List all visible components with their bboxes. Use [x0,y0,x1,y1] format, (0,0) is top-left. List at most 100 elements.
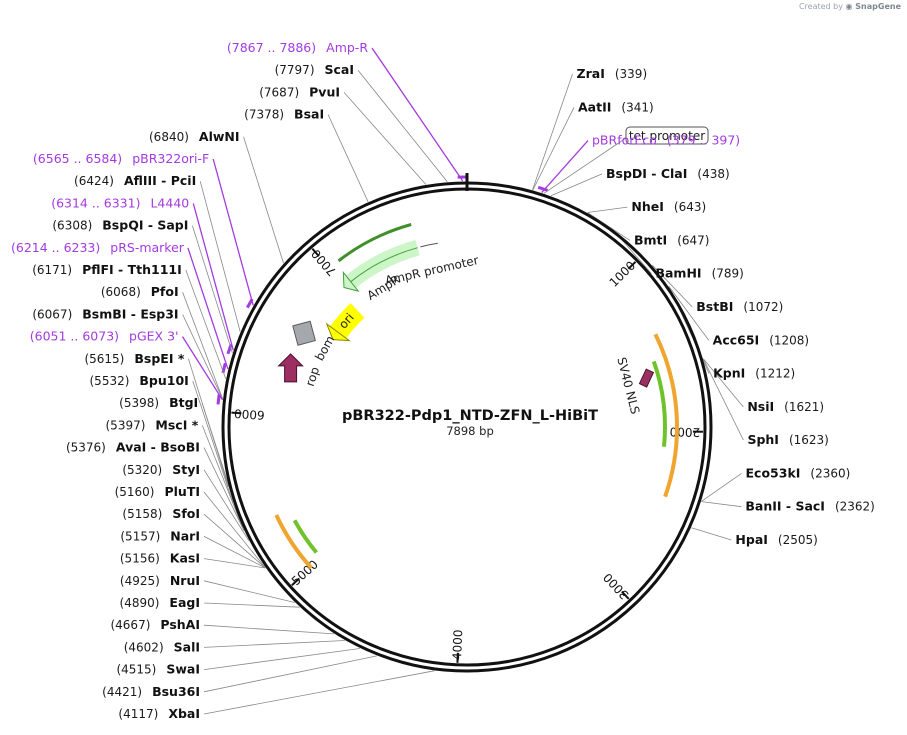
site-name-sphi: SphI [747,432,779,447]
site-pos-eco53ki: (2360) [810,466,850,480]
leader-acc65i [668,285,710,341]
site-amp-r: (7867 .. 7886)Amp-R [227,40,368,55]
tick-mark-1000 [627,261,637,270]
site-pos-amp-r: (7867 .. 7886) [227,40,316,55]
site-bsu36i: (4421)Bsu36I [102,684,200,699]
site-pflfi-tth111i: (6171)PflFI - Tth111I [32,262,182,277]
snapgene-credit: Created by ◉ SnapGene [799,2,901,11]
site-pvui: (7687)PvuI [259,84,340,99]
site-name-btgi: BtgI [169,395,198,410]
site-name-pfoi: PfoI [151,284,179,299]
snapgene-logo: ◉ [845,2,856,11]
site-scai: (7797)ScaI [275,62,354,77]
site-pos-pshai: (4667) [110,618,150,632]
site-pshai: (4667)PshAI [110,617,200,632]
site-pos-banii-saci: (2362) [835,500,875,514]
site-hpai: HpaI(2505) [735,532,817,547]
site-pos-bpu10i: (5532) [90,374,130,388]
plasmid-length: 7898 bp [446,424,494,438]
leader-l4440 [192,203,234,351]
site-sali: (4602) SalI [124,639,200,654]
site-zrai: ZraI(339) [577,66,648,81]
site-aatii: AatII(341) [578,99,654,114]
site-pos-nhei: (643) [674,200,706,214]
ampr-outline [350,247,418,283]
tet-promoter-leader [543,137,627,194]
site-pos-hpai: (2505) [778,533,818,547]
credit-prefix: Created by [798,2,843,11]
site-name-kpni: KpnI [713,366,745,381]
site-pos-pluti: (5160) [115,485,155,499]
site-labels: ZraI(339) AatII(341) pBRforEco (379 .. 397)… [11,40,875,721]
rop-feature [277,353,304,383]
site-pluti: (5160)PluTI [115,484,200,499]
leader-sali [203,640,345,648]
leader-pbrforeco [541,140,589,194]
tick-label-2000: 2000 [670,425,701,440]
site-name-nari: NarI [170,528,200,543]
ampr-promoter-outline [420,242,438,248]
site-name-bsai: BsaI [294,107,324,122]
tick-mark-5000 [291,577,300,586]
site-eco53ki: Eco53kI (2360) [746,465,851,480]
leader-bspqi-sapi [192,225,233,354]
site-pbrforeco: pBRforEco (379 .. 397) [592,133,740,148]
leader-pbr322ori-f [212,158,254,306]
site-name-kasi: KasI [170,551,200,566]
site-pos-bsai: (7378) [244,108,284,122]
site-pos-prs-marker: (6214 .. 6233) [11,240,100,255]
site-name-bspei: BspEI * [134,351,184,366]
ori-arrowhead [325,322,351,342]
leader-swai [203,648,360,670]
site-kasi: (5156)KasI [120,551,200,566]
site-pos-sali: (4602) [124,640,164,654]
leader-eagi [203,602,300,608]
tet-promoter-label: tet promoter [629,129,705,143]
site-name-bspdi-clai: BspDI - ClaI [606,166,687,181]
site-afliii-pcii: (6424) AflIII - PciI [74,173,196,188]
site-pos-xbai: (4117) [118,707,158,721]
site-l4440: (6314 .. 6331)L4440 [51,195,189,210]
site-name-sali: SalI [174,639,200,654]
tick-mark-7000 [311,248,320,257]
site-name-eco53ki: Eco53kI [746,465,801,480]
site-name-nhei: NheI [631,199,664,214]
site-pos-pbrforeco: (379 .. 397) [667,133,740,148]
site-pos-afliii-pcii: (6424) [74,174,114,188]
tet-promoter-box [625,126,709,145]
site-nari: (5157)NarI [120,528,200,543]
site-name-bamhi: BamHI [655,266,701,281]
site-pos-bsmbi-esp3i: (6067) [32,307,72,321]
leader-scai [357,69,448,183]
leader-prs-marker [187,247,229,370]
site-sfoi: (5158)SfoI [122,506,200,521]
leader-sphi [703,358,744,441]
tick-label-4000: 4000 [450,629,465,660]
site-xbai: (4117)XbaI [118,706,200,721]
site-name-afliii-pcii: AflIII - PciI [124,173,196,188]
site-pos-bspei: (5615) [84,352,124,366]
tick-label-7000: 7000 [309,247,340,279]
site-bsai: (7378) BsaI [244,107,324,122]
site-name-nsii: NsiI [747,399,774,414]
site-pos-pvui: (7687) [259,85,299,99]
site-name-aatii: AatII [578,99,611,114]
site-pos-l4440: (6314 .. 6331) [51,195,140,210]
leader-pfoi [182,292,223,399]
leader-sfoi [203,513,266,569]
site-pos-msci: (5397) [106,418,146,432]
site-sphi: SphI(1623) [747,432,828,447]
site-bpu10i: (5532)Bpu10I [90,373,189,388]
site-name-pbrforeco: pBRforEco [592,133,657,148]
leader-pgex-3 [181,336,224,401]
site-pos-btgi: (5398) [119,396,159,410]
site-pos-bmti: (647) [677,233,709,247]
tick-label-6000: 6000 [234,406,265,422]
site-name-prs-marker: pRS-marker [110,240,185,255]
leader-xbai [203,670,435,715]
site-name-banii-saci: BanII - SacI [745,499,825,514]
site-name-bmti: BmtI [634,232,667,247]
tick-mark-6000 [231,411,242,415]
leader-alwni [243,136,284,264]
